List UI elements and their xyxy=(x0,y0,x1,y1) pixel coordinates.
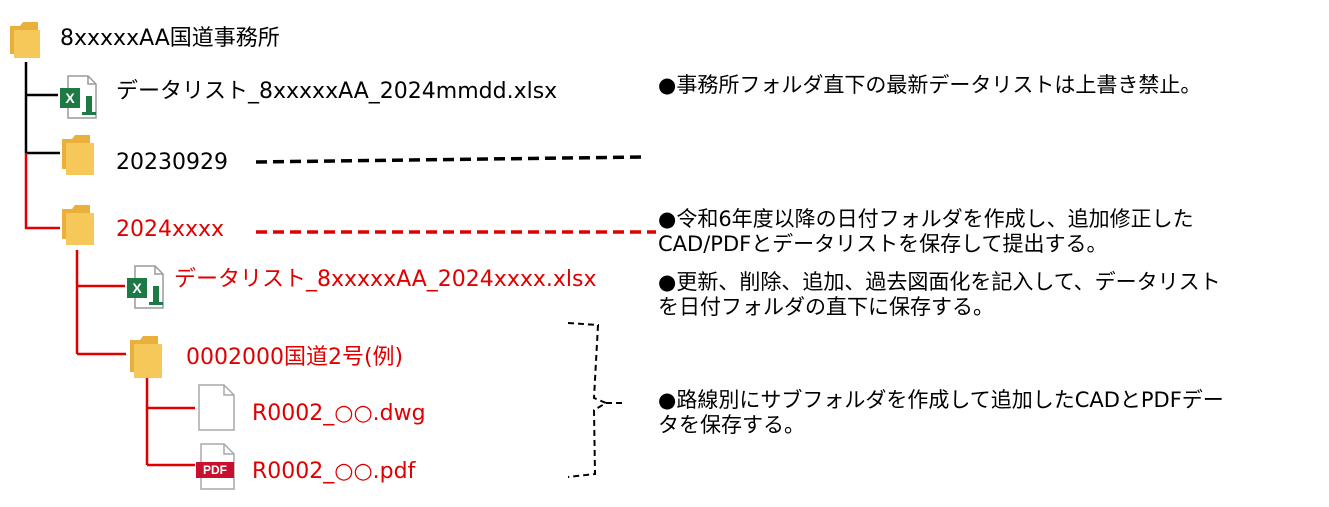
folder-icon xyxy=(62,205,94,245)
folder-20230929-label: 20230929 xyxy=(116,150,228,175)
note-text-line: ●事務所フォルダ直下の最新データリストは上書き禁止。 xyxy=(658,73,1202,97)
note-route-subfolder: ●路線別にサブフォルダを作成して追加したCADとPDFデー タを保存する。 xyxy=(658,388,1224,438)
note-text-line: を日付フォルダの直下に保存する。 xyxy=(658,295,994,319)
note-text-line: タを保存する。 xyxy=(658,413,805,437)
folder-2024xxxx-label: 2024xxxx xyxy=(116,217,225,242)
svg-text:X: X xyxy=(132,280,142,296)
datalist-2024xxxx-label: データリスト_8xxxxxAA_2024xxxx.xlsx xyxy=(174,267,597,292)
root-datalist-label: データリスト_8xxxxxAA_2024mmdd.xlsx xyxy=(116,79,558,104)
blank-file-icon xyxy=(198,384,235,431)
dashed-bracket xyxy=(567,322,609,478)
route-folder-label: 0002000国道2号(例) xyxy=(186,345,404,370)
connector-root-to-2024 xyxy=(24,153,60,230)
pdf-file-label: R0002_○○.pdf xyxy=(252,459,416,484)
folder-icon xyxy=(62,135,94,175)
note-date-folder: ●令和6年度以降の日付フォルダを作成し、追加修正した CAD/PDFとデータリス… xyxy=(658,207,1194,257)
note-text-line: ●令和6年度以降の日付フォルダを作成し、追加修正した xyxy=(658,207,1194,231)
svg-text:X: X xyxy=(65,90,75,106)
pdf-file-icon: PDF xyxy=(196,442,238,492)
dashed-pointer-2023 xyxy=(255,155,645,164)
folder-icon xyxy=(130,336,162,378)
folder-icon xyxy=(10,22,40,58)
note-text-line: ●路線別にサブフォルダを作成して追加したCADとPDFデー xyxy=(658,388,1224,412)
note-text-line: CAD/PDFとデータリストを保存して提出する。 xyxy=(658,232,1108,256)
note-text-line: ●更新、削除、追加、過去図面化を記入して、データリスト xyxy=(658,270,1221,294)
excel-file-icon: X xyxy=(127,265,164,309)
dwg-file-label: R0002_○○.dwg xyxy=(252,401,426,426)
excel-file-icon: X xyxy=(60,75,97,119)
note-datalist-save: ●更新、削除、追加、過去図面化を記入して、データリスト を日付フォルダの直下に保… xyxy=(658,270,1221,320)
note-overwrite-prohibited: ●事務所フォルダ直下の最新データリストは上書き禁止。 xyxy=(658,73,1201,98)
pdf-badge-text: PDF xyxy=(203,463,227,477)
root-folder-label: 8xxxxxAA国道事務所 xyxy=(60,26,280,51)
